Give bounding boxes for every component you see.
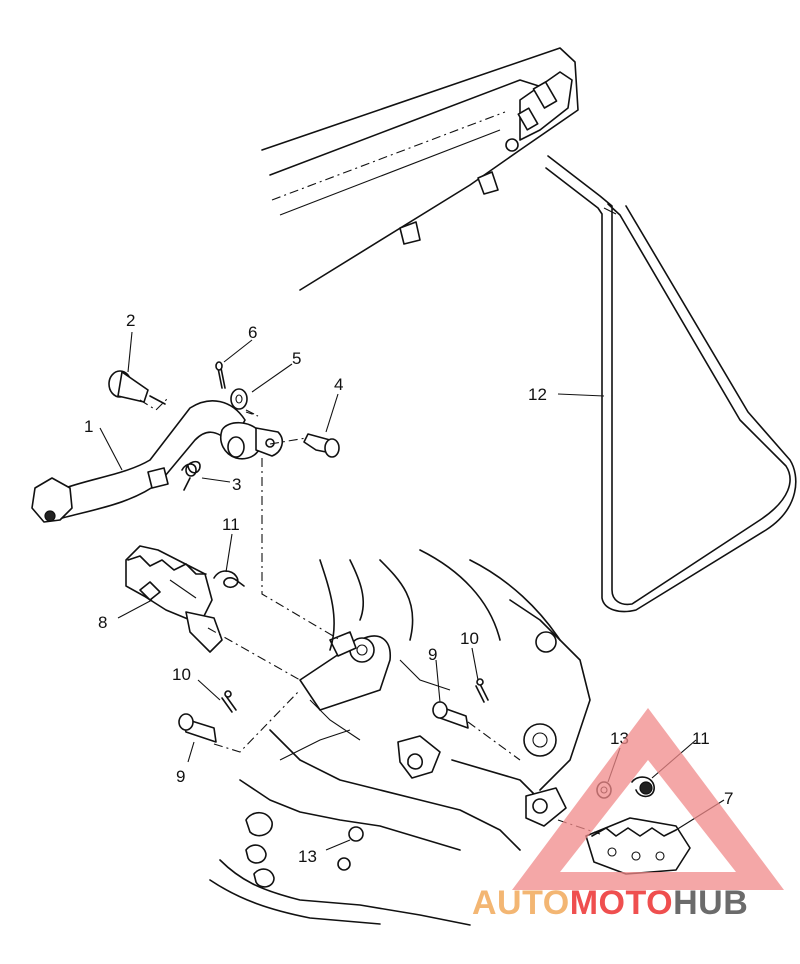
- footrest-spring-left: [213, 570, 245, 589]
- watermark-hub: HUB: [673, 884, 748, 922]
- svg-text:AUTOMOTOHUB: AUTOMOTOHUB: [472, 884, 748, 922]
- label-8: 8: [98, 613, 107, 632]
- label-4: 4: [334, 375, 343, 394]
- clevis-pin: [303, 433, 340, 458]
- right-spring: [631, 776, 655, 798]
- label-5: 5: [292, 349, 301, 368]
- frame-rail: [261, 47, 579, 291]
- label-1: 1: [84, 417, 93, 436]
- label-2: 2: [126, 311, 135, 330]
- label-10-right: 10: [460, 629, 479, 648]
- label-10-left: 10: [172, 665, 191, 684]
- footrest-pin-right: [432, 678, 489, 729]
- right-footrest: [585, 817, 691, 875]
- label-3: 3: [232, 475, 241, 494]
- label-7: 7: [724, 789, 733, 808]
- part-labels: 1 2 3 4 5 6 7 8 9 9 10 10 11 11 12 13 13: [84, 311, 733, 866]
- pivot-bolt: [108, 370, 166, 405]
- brake-pedal: [31, 400, 284, 523]
- assembly-lines: [139, 397, 601, 835]
- watermark-auto: AUTO: [472, 884, 570, 922]
- label-11-right: 11: [692, 729, 710, 748]
- label-11-left: 11: [222, 515, 240, 534]
- footrest-pin-left: [178, 690, 237, 743]
- watermark-triangle-icon: [512, 708, 784, 890]
- return-spring: [181, 460, 201, 491]
- cotter-pin: [215, 361, 226, 389]
- label-12: 12: [528, 385, 547, 404]
- label-9-right: 9: [428, 645, 437, 664]
- left-footrest: [125, 545, 223, 653]
- sidestand: [545, 155, 797, 613]
- label-6: 6: [248, 323, 257, 342]
- watermark: AUTOMOTOHUB: [472, 708, 784, 922]
- lower-frame: [209, 549, 591, 926]
- label-9-left: 9: [176, 767, 185, 786]
- label-13-left: 13: [298, 847, 317, 866]
- watermark-moto: MOTO: [570, 884, 673, 922]
- washer: [230, 388, 248, 410]
